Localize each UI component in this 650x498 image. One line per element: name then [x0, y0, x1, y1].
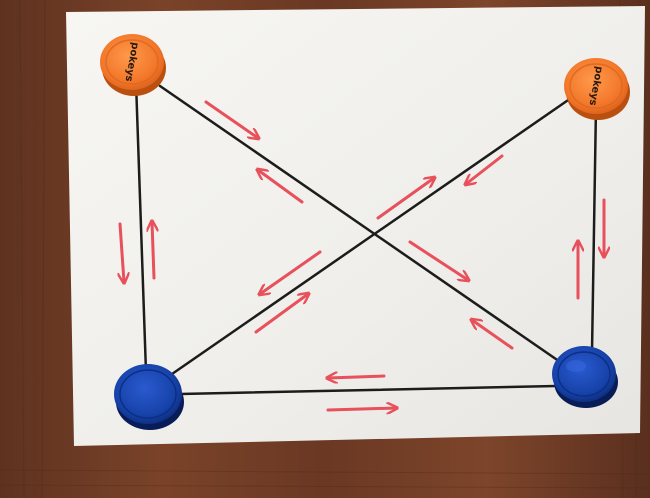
- arrow-left-down: [120, 222, 124, 282]
- line-left-vertical: [134, 80, 148, 374]
- blue-cap-bottom-left: [114, 364, 184, 430]
- paper-sheet: [66, 6, 645, 446]
- orange-cap-top-left: pokeys: [100, 34, 166, 96]
- arrow-top-right: [204, 100, 258, 138]
- arrow-lower-upright: [254, 294, 308, 334]
- blue-cap-bottom-right: [552, 346, 618, 408]
- line-right-vertical: [590, 104, 598, 354]
- line-diagonal-down: [158, 84, 568, 368]
- line-bottom: [178, 384, 558, 396]
- orange-cap-top-right: pokeys: [564, 58, 630, 120]
- arrow-upper-right-left: [466, 154, 504, 184]
- arrow-bottom-right: [326, 408, 396, 410]
- arrow-bottom-left: [328, 376, 386, 378]
- arrow-upper-left: [258, 170, 304, 204]
- red-arrows: [120, 100, 604, 410]
- line-diagonal-up: [170, 94, 576, 376]
- drawn-lines: [134, 80, 598, 396]
- arrow-center-upright: [376, 178, 434, 220]
- arrow-left-up: [152, 222, 154, 280]
- arrow-lower-right-up: [472, 320, 514, 350]
- arrow-center-downright: [408, 240, 468, 280]
- arrow-center-downleft: [260, 250, 322, 294]
